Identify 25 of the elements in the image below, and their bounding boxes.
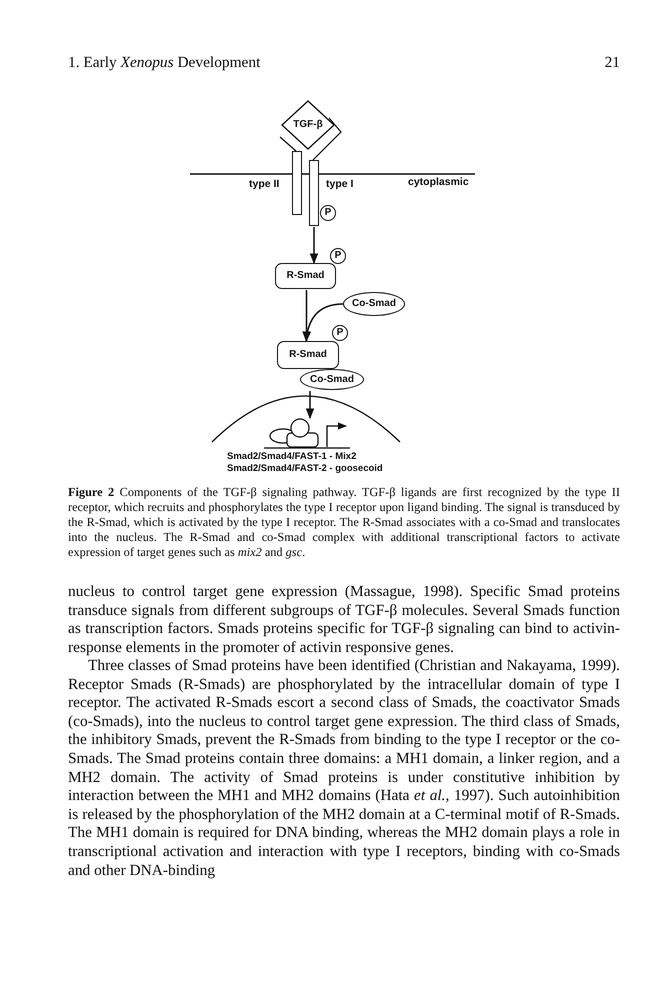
arrow bbox=[306, 391, 314, 420]
arrow bbox=[310, 227, 318, 264]
body-paragraph: nucleus to control target gene expression (Massague, 1998). Specific Smad proteins transduce signals from different subgroups of TGF-β molecules. Several Smads function as transcription factors. Smads proteins specific for TGF-β signaling can bind to activin-response elements in the promoter of activin responsive genes. bbox=[68, 583, 620, 658]
protein-complex-drawing bbox=[268, 418, 320, 448]
r-smad-box: R-Smad bbox=[277, 341, 339, 369]
ligand-diamond: TGF-β bbox=[281, 100, 335, 150]
page-number: 21 bbox=[604, 54, 620, 72]
gene-target-label: Smad2/Smad4/FAST-1 - Mix2 bbox=[227, 451, 356, 462]
figure-caption: Figure 2 Components of the TGF-β signaling pathway. TGF-β ligands are first recognized by the type II receptor, which recruits and phosphorylates the type I receptor upon ligand binding. The signal is transduced by the R-Smad, which is activated by the type I receptor. The R-Smad associates with a co-Smad and translocates into the nucleus. The R-Smad and co-Smad complex with additional transcriptional factors to activate expression of target genes such as mix2 and gsc. bbox=[68, 485, 620, 560]
arrow bbox=[303, 303, 344, 342]
compartment-label: cytoplasmic bbox=[408, 176, 469, 188]
co-smad-ellipse: Co-Smad bbox=[343, 292, 405, 316]
phosphate-circle: P bbox=[332, 325, 348, 341]
receptor-bar bbox=[309, 160, 319, 226]
receptor-bar bbox=[292, 151, 302, 215]
running-header: 1. Early Xenopus Development bbox=[68, 54, 260, 72]
r-smad-box: R-Smad bbox=[275, 263, 336, 289]
co-smad-ellipse: Co-Smad bbox=[300, 369, 364, 390]
phosphate-circle: P bbox=[320, 205, 336, 221]
phosphate-circle: P bbox=[330, 248, 346, 264]
gene-target-label: Smad2/Smad4/FAST-2 - goosecoid bbox=[227, 463, 383, 474]
arrow bbox=[302, 290, 311, 342]
receptor-label: type I bbox=[326, 178, 354, 190]
body-paragraph: Three classes of Smad proteins have been identified (Christian and Nakayama, 1999). Receptor Smads (R-Smads) are phosphorylated by the intracellular domain of type I receptor. The activated R-Smads escort a second class of Smads, the coactivator Smads (co-Smads), into the nucleus to control target gene expression. The third class of Smads, the inhibitory Smads, prevent the R-Smads from binding to the type I receptor or the co-Smads. The Smad proteins contain three domains: a MH1 domain, a linker region, and a MH2 domain. The activity of Smad proteins is under constitutive inhibition by interaction between the MH1 and MH2 domains (Hata et al., 1997). Such autoinhibition is released by the phosphorylation of the MH2 domain at a C-terminal motif of R-Smads. The MH1 domain is required for DNA binding, whereas the MH2 domain plays a role in transcriptional activation and interaction with type I receptors, binding with co-Smads and other DNA-binding bbox=[68, 657, 620, 880]
receptor-label: type II bbox=[249, 178, 280, 190]
